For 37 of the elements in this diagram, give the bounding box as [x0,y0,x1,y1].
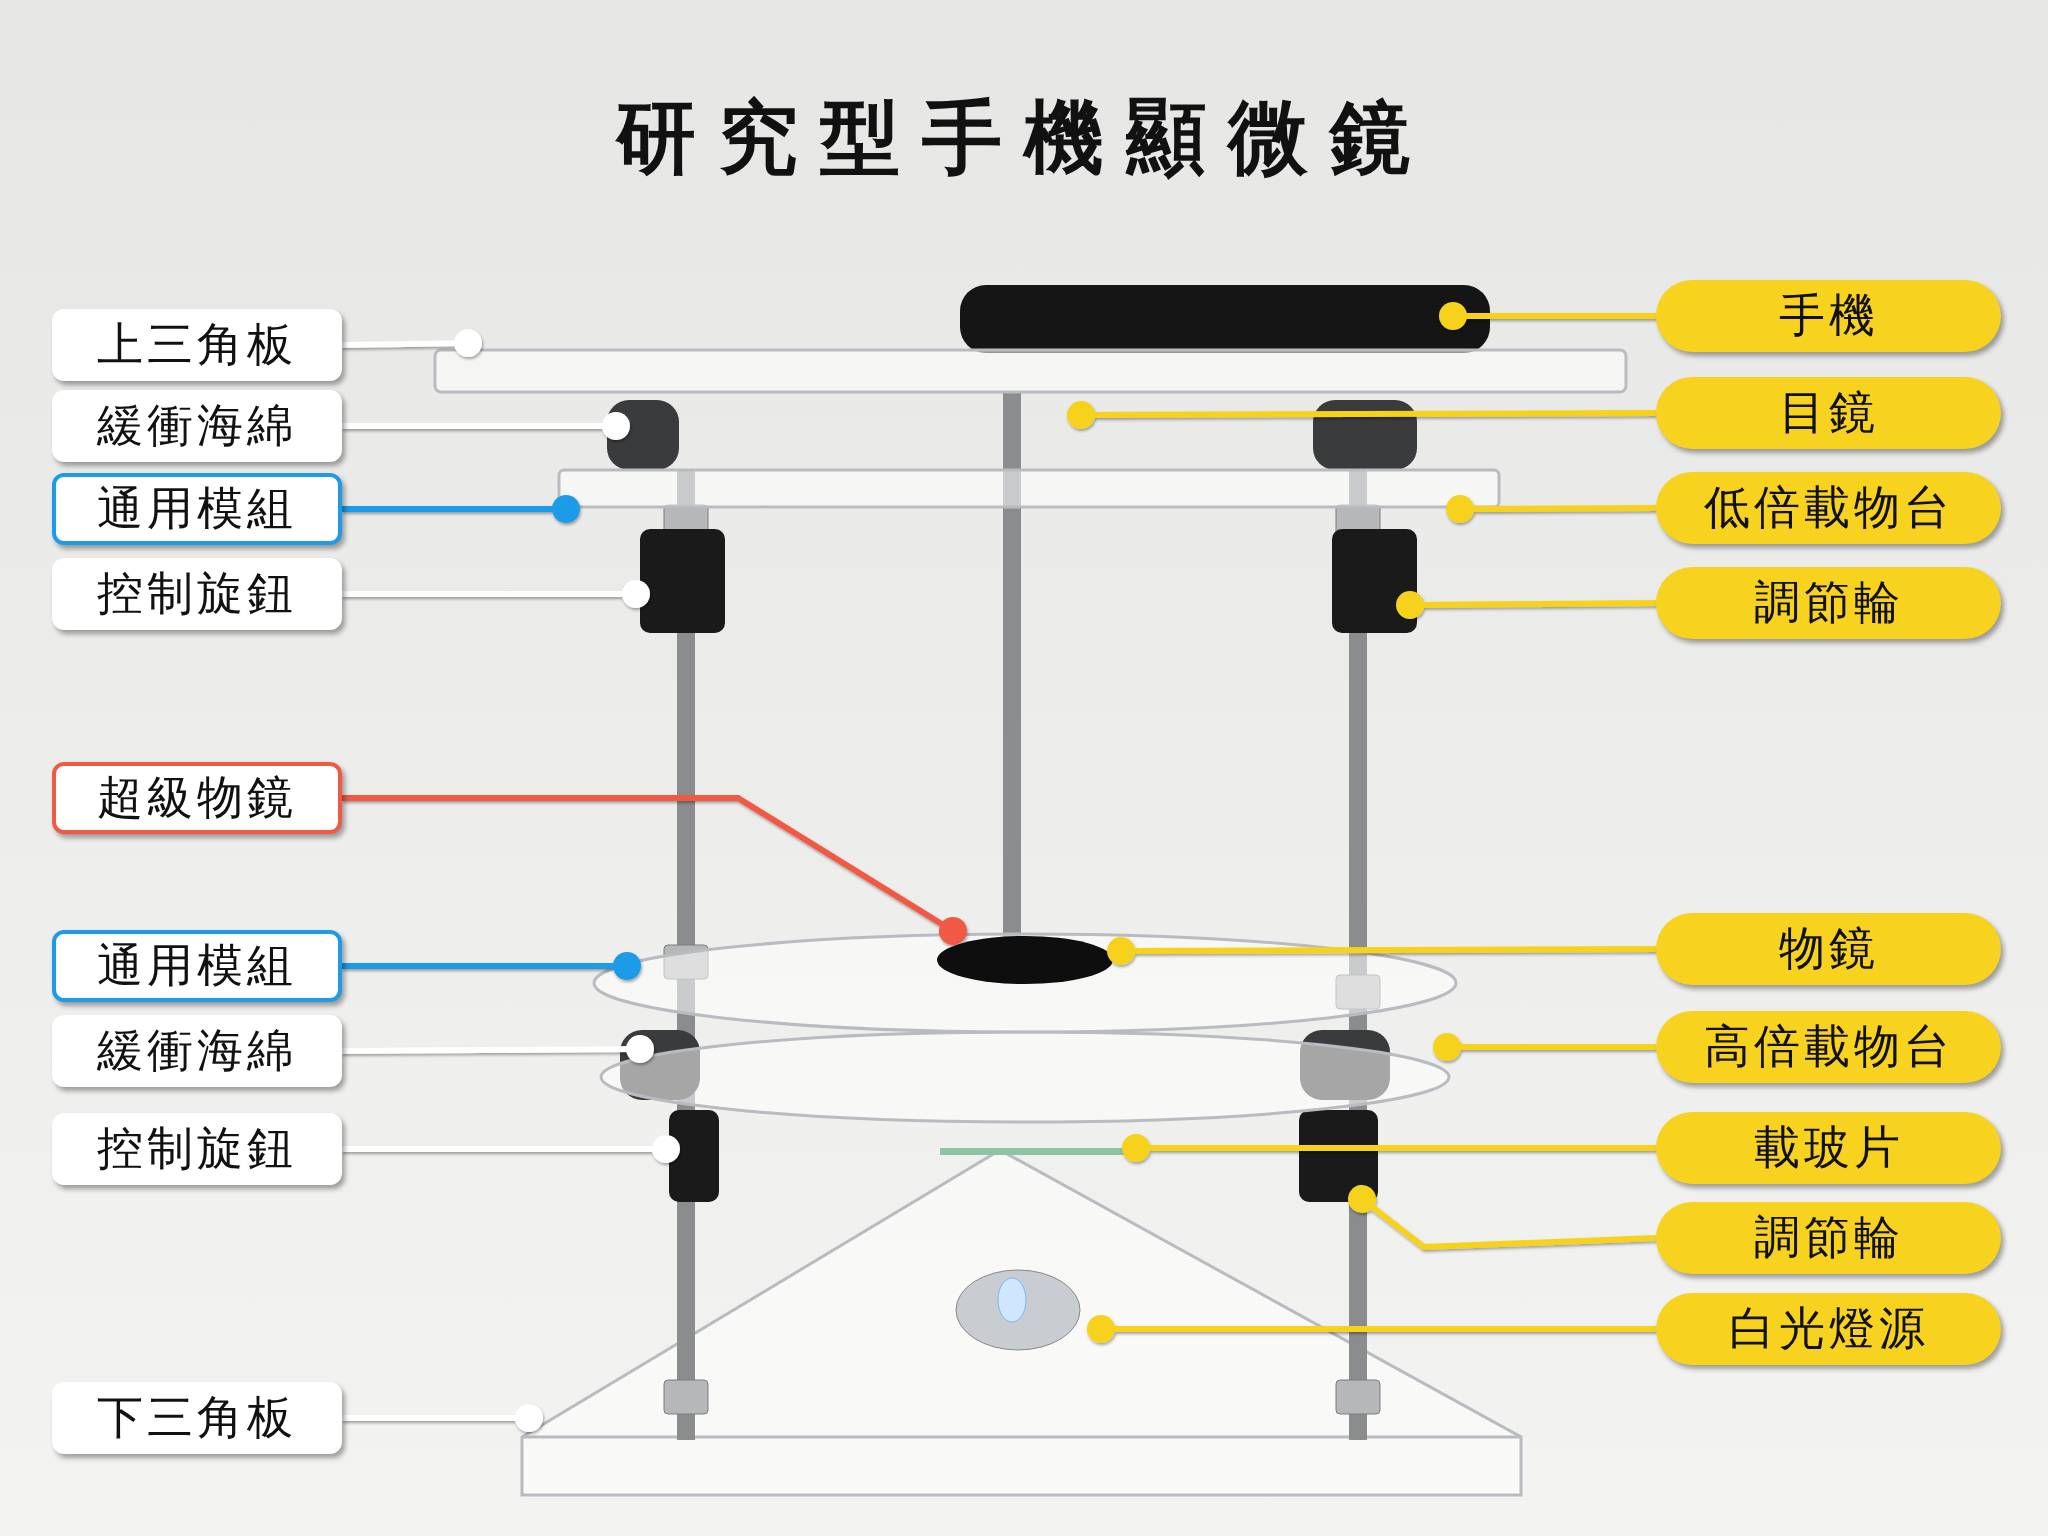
leader-line [342,1135,680,1163]
leader-line [1439,302,1656,330]
part-label: 載玻片 [1656,1112,2001,1184]
part-label: 超級物鏡 [52,762,342,834]
part-label: 目鏡 [1656,377,2001,449]
part-label: 高倍載物台 [1656,1011,2001,1083]
leader-line [1122,1134,1656,1162]
part-label: 物鏡 [1656,913,2001,985]
title: 研究型手機顯微鏡 [614,90,1433,186]
part-label: 低倍載物台 [1656,472,2001,544]
part-label: 下三角板 [52,1382,342,1454]
leader-line [1348,1185,1657,1251]
leader-line [342,795,967,945]
leader-line [1433,1033,1656,1061]
part-label: 白光燈源 [1656,1293,2001,1365]
leader-line [1446,495,1657,523]
leader-line [342,412,630,440]
part-label: 緩衝海綿 [52,390,342,462]
part-label: 上三角板 [52,309,342,381]
leader-line [342,1035,654,1063]
leader-line [1396,591,1657,619]
leader-line [1107,937,1656,965]
leader-line [1087,1315,1656,1343]
leader-line [342,1404,543,1432]
part-label: 控制旋鈕 [52,1113,342,1185]
part-label: 調節輪 [1656,1202,2001,1274]
part-label: 調節輪 [1656,567,2001,639]
leader-line [342,952,641,980]
leader-line [342,495,580,523]
leader-line [342,580,650,608]
part-label: 緩衝海綿 [52,1015,342,1087]
part-label: 通用模組 [52,930,342,1002]
part-label: 手機 [1656,280,2001,352]
leader-line [341,329,482,357]
part-label: 控制旋鈕 [52,558,342,630]
part-label: 通用模組 [52,473,342,545]
leader-line [1067,401,1656,429]
